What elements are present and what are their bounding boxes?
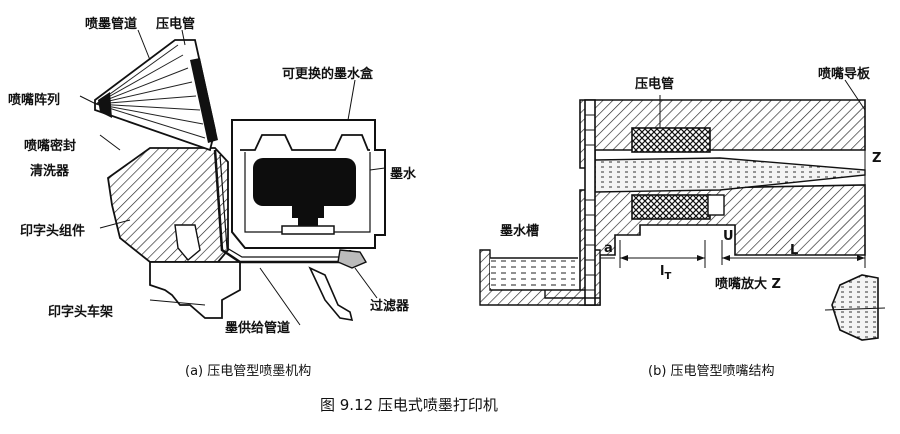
ink-tank-liquid: [490, 258, 575, 288]
tank-feed-pipe: [544, 290, 600, 299]
label-cartridge: 可更换的墨水盒: [282, 66, 374, 82]
piezo-block-bottom: [631, 194, 711, 220]
lt-subscript: T: [664, 271, 671, 282]
label-nozzle-array: 喷嘴阵列: [8, 92, 60, 108]
left-diagram: 喷墨管道 压电管 喷嘴阵列 喷嘴密封 清洗器 可更换的墨水盒 墨水 印字头组件 …: [8, 16, 417, 379]
label-z-mark: Z: [872, 151, 881, 166]
label-ink: 墨水: [390, 166, 417, 182]
piezo-endcap: [707, 194, 725, 216]
caption-right: (b) 压电管型喷嘴结构: [648, 364, 775, 379]
carriage-lower: [174, 224, 201, 261]
label-nozzle-seal: 喷嘴密封: [24, 138, 76, 154]
figure-caption: 图 9.12 压电式喷墨打印机: [320, 396, 498, 414]
carriage-body: [149, 261, 241, 319]
piezo-block-top: [631, 127, 711, 153]
carriage-hook: [308, 266, 354, 321]
piezo-plate: [190, 58, 218, 143]
piezo-fan: [94, 39, 216, 152]
label-a-mark: a: [604, 241, 613, 256]
nozzle-tip: [98, 92, 112, 118]
nozzle-channels: [95, 44, 206, 139]
label-u-mark: U: [723, 229, 734, 244]
magnified-nozzle: [824, 274, 886, 341]
dimension-arrows: [620, 255, 865, 261]
left-leader-lines: [79, 29, 386, 326]
ink-outlet: [292, 206, 324, 226]
label-cleaner: 清洗器: [30, 163, 70, 179]
label-l-mark: L: [790, 243, 798, 258]
print-head-body: [107, 147, 229, 263]
ink-reservoir: [253, 158, 356, 206]
label-lt-mark: lT: [660, 264, 671, 282]
right-leader-lines: [659, 79, 866, 128]
ink-outlet-base: [281, 225, 335, 235]
label-supply-tube: 墨供给管道: [225, 320, 290, 336]
filter-element: [337, 249, 368, 269]
frame-ticks: [585, 114, 595, 291]
right-diagram: 压电管 喷嘴导板 Z 墨水槽 a lT U L 喷嘴放大 Z (b) 压电管型喷…: [479, 66, 886, 379]
label-nozzle-plate: 喷嘴导板: [818, 66, 871, 82]
label-magnify: 喷嘴放大 Z: [715, 276, 781, 292]
label-piezo-tube: 压电管: [156, 16, 195, 32]
lt-main: l: [660, 264, 664, 279]
frame-column: [584, 99, 596, 306]
dimension-lines: [600, 100, 866, 268]
label-carriage: 印字头车架: [48, 304, 113, 320]
label-ink-tank: 墨水槽: [500, 223, 539, 239]
label-ink-channel: 喷墨管道: [85, 16, 137, 32]
label-print-head: 印字头组件: [20, 223, 85, 239]
cartridge-inner-top: [240, 134, 370, 151]
label-filter: 过滤器: [370, 298, 410, 314]
label-piezo-tube-b: 压电管: [635, 76, 674, 92]
caption-left: (a) 压电管型喷墨机构: [185, 364, 311, 379]
